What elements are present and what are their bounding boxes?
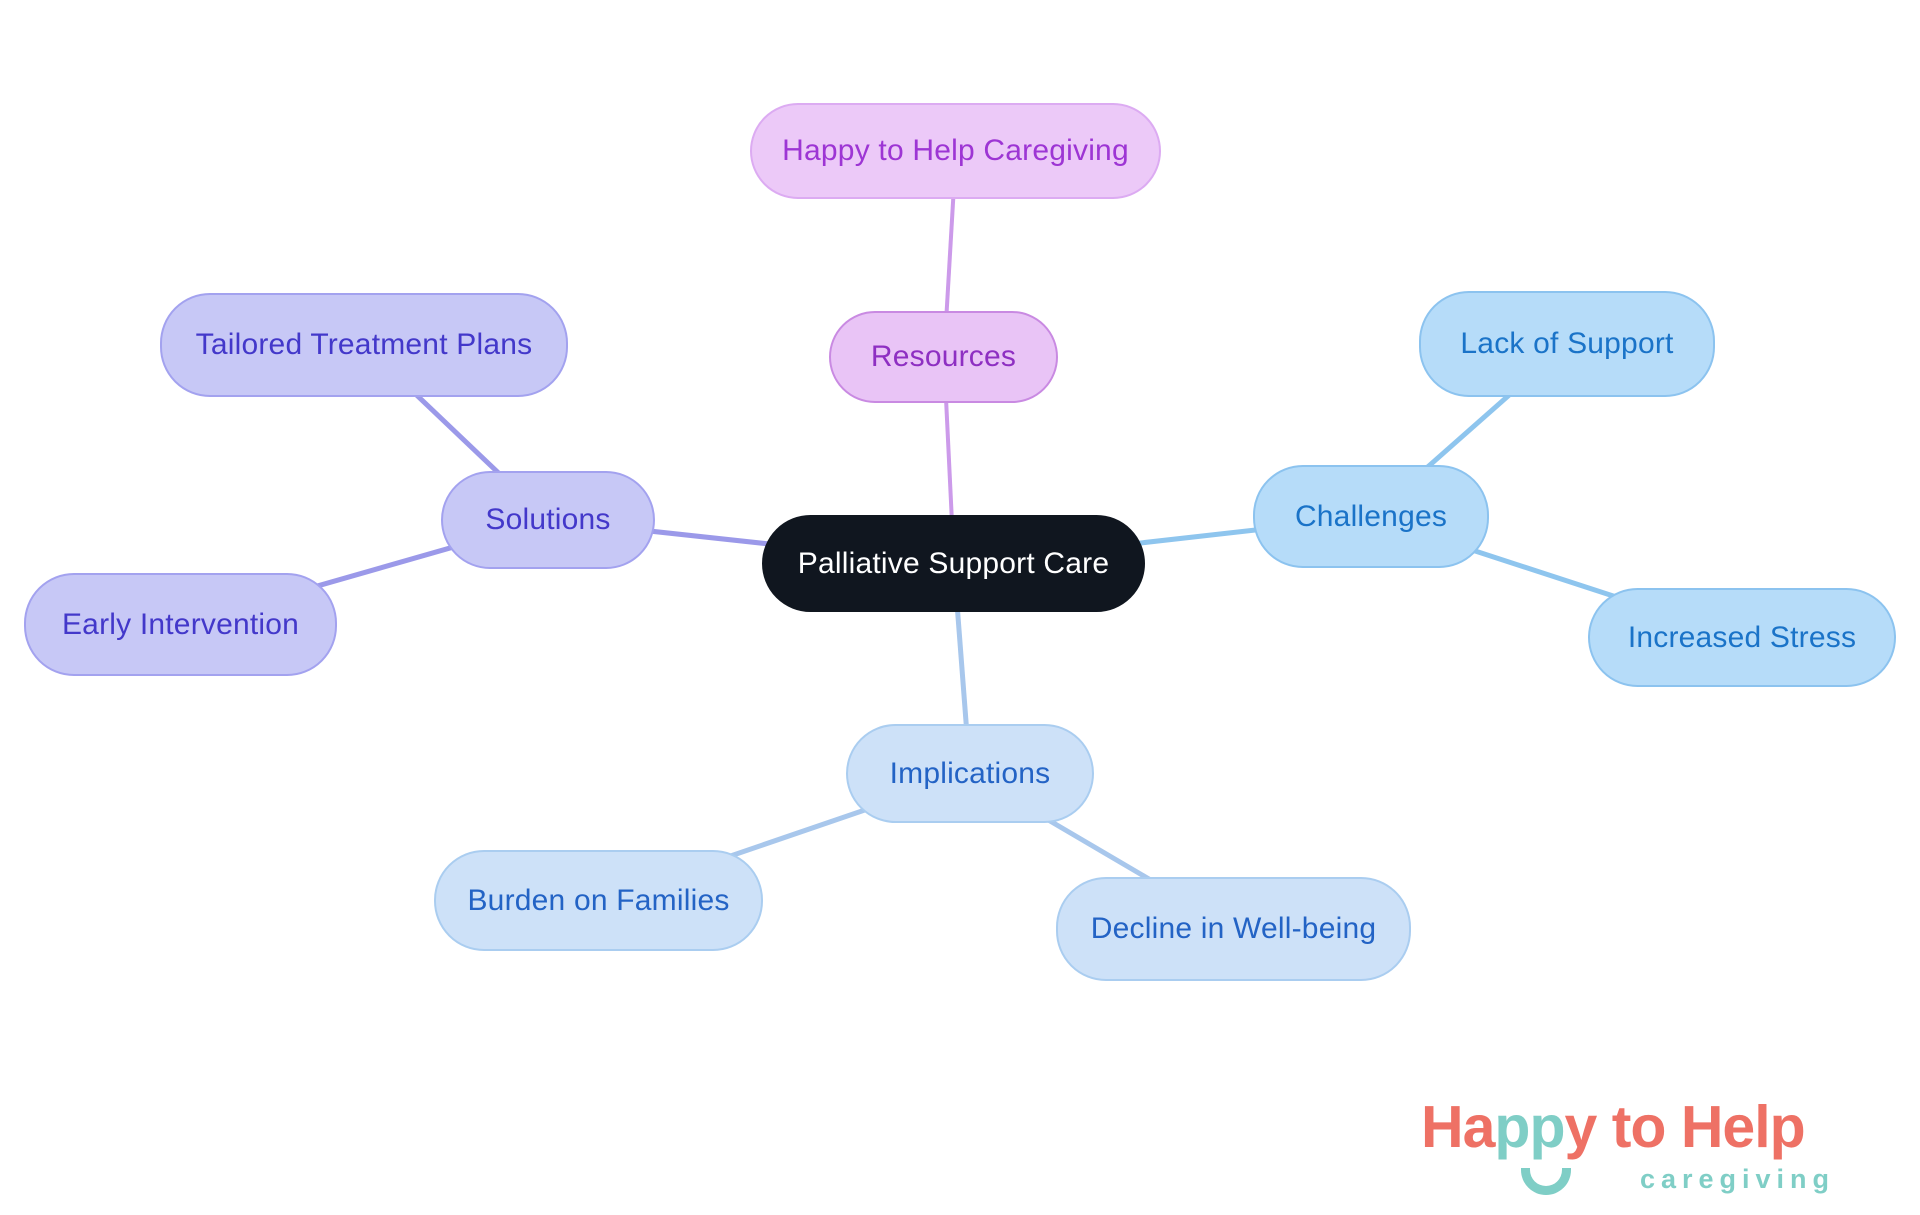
node-tailored-treatment-plans[interactable]: Tailored Treatment Plans: [160, 293, 568, 397]
node-challenges[interactable]: Challenges: [1253, 465, 1489, 568]
logo-segment: to Help: [1596, 1094, 1806, 1160]
logo-segment: y: [1564, 1094, 1598, 1160]
brand-tagline: caregiving: [1639, 1164, 1835, 1194]
node-resources[interactable]: Resources: [829, 311, 1058, 403]
node-early-intervention[interactable]: Early Intervention: [24, 573, 337, 676]
node-implications[interactable]: Implications: [846, 724, 1094, 823]
node-solutions[interactable]: Solutions: [441, 471, 655, 569]
brand-logo: Happy to Help caregiving: [1421, 1098, 1881, 1208]
node-title[interactable]: Happy to Help Caregiving: [750, 103, 1161, 199]
node-lack-of-support[interactable]: Lack of Support: [1419, 291, 1715, 397]
node-burden-on-families[interactable]: Burden on Families: [434, 850, 763, 951]
brand-logo-wordmark: Happy to Help: [1421, 1098, 1881, 1157]
node-decline-in-well-being[interactable]: Decline in Well-being: [1056, 877, 1411, 981]
node-center[interactable]: Palliative Support Care: [762, 515, 1145, 612]
smile-icon: [1521, 1168, 1571, 1195]
logo-segment: Ha: [1421, 1094, 1495, 1160]
node-increased-stress[interactable]: Increased Stress: [1588, 588, 1896, 687]
logo-segment: pp: [1494, 1094, 1565, 1160]
